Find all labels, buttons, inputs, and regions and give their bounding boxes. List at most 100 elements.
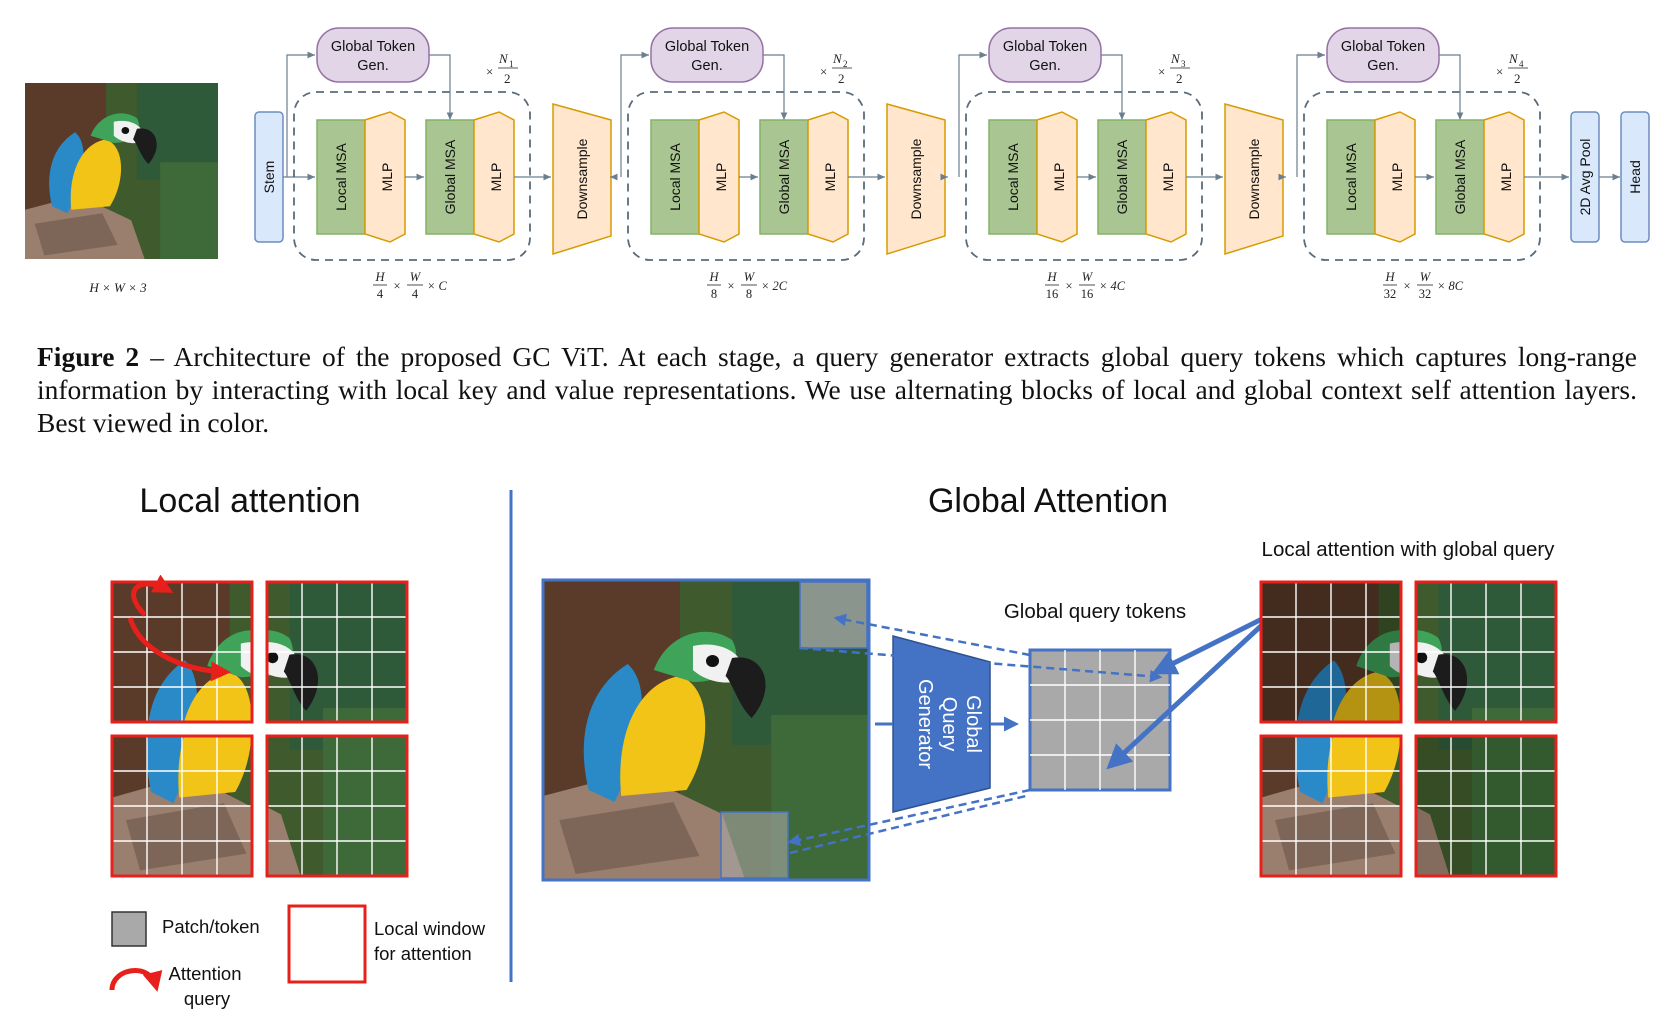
repeat-numerator: N <box>832 51 843 66</box>
repeat-subscript: 2 <box>843 59 848 69</box>
generator-label-2: Query <box>938 697 960 751</box>
downsample-label: Downsample <box>1246 138 1262 219</box>
gen-input-arrow <box>1296 51 1325 177</box>
figure-label: Figure 2 <box>37 341 140 372</box>
res-h: H <box>1046 270 1057 284</box>
input-parrot-image <box>25 83 218 259</box>
attention-query-arc-small <box>131 574 174 617</box>
repeat-numerator: N <box>1508 51 1519 66</box>
repeat-denominator: 2 <box>1514 71 1521 86</box>
mlp-block <box>1483 111 1525 243</box>
repeat-numerator: N <box>498 51 509 66</box>
window-border <box>265 580 409 724</box>
res-channels: × 2C <box>761 279 788 293</box>
local-msa-label: Local MSA <box>667 142 683 210</box>
global-msa-block <box>1097 119 1147 235</box>
head-label: Head <box>1627 160 1643 193</box>
res-w: W <box>1420 270 1432 284</box>
global-token-gen-label: Gen. <box>691 58 722 74</box>
legend-attention-label-2: query <box>184 988 231 1009</box>
window-border <box>1414 734 1558 878</box>
mlp-label: MLP <box>1160 163 1176 192</box>
global-window-1 <box>1259 580 1403 724</box>
avg-pool-label: 2D Avg Pool <box>1577 139 1593 216</box>
global-msa-label: Global MSA <box>442 139 458 214</box>
repeat-times: × <box>820 64 827 79</box>
res-w-den: 4 <box>412 287 419 301</box>
mlp-block <box>1374 111 1416 243</box>
window-border <box>110 580 254 724</box>
legend-attention-arc <box>109 968 163 992</box>
downsample-label: Downsample <box>908 138 924 219</box>
patch-to-token-dashed-arrow-bottom <box>789 793 1031 855</box>
res-w-den: 8 <box>746 287 752 301</box>
global-window-3 <box>1259 734 1403 878</box>
res-channels: × 4C <box>1099 279 1126 293</box>
figure-caption: Figure 2 – Architecture of the proposed … <box>37 340 1637 439</box>
local-with-global-label: Local attention with global query <box>1262 538 1556 561</box>
local-windows-right <box>1259 580 1558 878</box>
mlp-label: MLP <box>713 163 729 192</box>
global-token-gen-label: Global Token <box>1003 39 1087 55</box>
local-windows-left <box>110 580 409 878</box>
repeat-denominator: 2 <box>504 71 511 86</box>
repeat-numerator: N <box>1170 51 1181 66</box>
window-border <box>1259 734 1403 878</box>
global-msa-label: Global MSA <box>1452 139 1468 214</box>
mlp-block <box>698 111 740 243</box>
res-times: × <box>1403 279 1410 293</box>
global-window-4 <box>1414 734 1558 878</box>
legend-patch-swatch <box>111 911 147 947</box>
global-msa-label: Global MSA <box>1114 139 1130 214</box>
attention-diagram: Local attention Global Attention Patch/t… <box>109 482 1558 1009</box>
res-w: W <box>1082 270 1094 284</box>
global-token-gen-label: Gen. <box>357 58 388 74</box>
global-msa-label: Global MSA <box>776 139 792 214</box>
mlp-block <box>1036 111 1078 243</box>
gen-input-arrow <box>620 51 649 177</box>
local-window-2 <box>265 580 409 724</box>
gen-output-arrow <box>429 54 454 120</box>
repeat-denominator: 2 <box>838 71 845 86</box>
mlp-label: MLP <box>1389 163 1405 192</box>
window-border <box>265 734 409 878</box>
local-msa-block <box>650 119 700 235</box>
global-query-tokens-label: Global query tokens <box>1004 600 1186 623</box>
mlp-label: MLP <box>1051 163 1067 192</box>
global-token-gen-label: Global Token <box>665 39 749 55</box>
res-h: H <box>1384 270 1395 284</box>
mlp-label: MLP <box>488 163 504 192</box>
mlp-block <box>807 111 849 243</box>
res-channels: × C <box>427 279 448 293</box>
input-size-label: H × W × 3 <box>88 280 147 295</box>
local-msa-label: Local MSA <box>1343 142 1359 210</box>
res-channels: × 8C <box>1437 279 1464 293</box>
local-window-3 <box>110 734 254 878</box>
caption-text: – Architecture of the proposed GC ViT. A… <box>37 341 1637 438</box>
repeat-times: × <box>486 64 493 79</box>
downsample-block <box>552 103 612 256</box>
global-token-gen-label: Gen. <box>1029 58 1060 74</box>
query-arrow-upper <box>1151 609 1278 675</box>
token-to-patch-dashed-arrow-top <box>833 613 1031 657</box>
generator-label-3: Generator <box>914 679 936 769</box>
res-h-den: 32 <box>1384 287 1397 301</box>
res-h-den: 16 <box>1046 287 1059 301</box>
gen-output-arrow <box>1101 54 1126 120</box>
downsample-label: Downsample <box>574 138 590 219</box>
attention-query-arc-long <box>127 617 231 682</box>
generator-label-1: Global <box>962 695 984 753</box>
repeat-times: × <box>1496 64 1503 79</box>
downsample-block <box>886 103 946 256</box>
res-w: W <box>744 270 756 284</box>
repeat-denominator: 2 <box>1176 71 1183 86</box>
legend-window-label-2: for attention <box>374 943 472 964</box>
res-h-den: 8 <box>711 287 717 301</box>
gen-input-arrow <box>958 51 987 177</box>
patch-to-token-dashed-arrow-top <box>799 646 1163 683</box>
